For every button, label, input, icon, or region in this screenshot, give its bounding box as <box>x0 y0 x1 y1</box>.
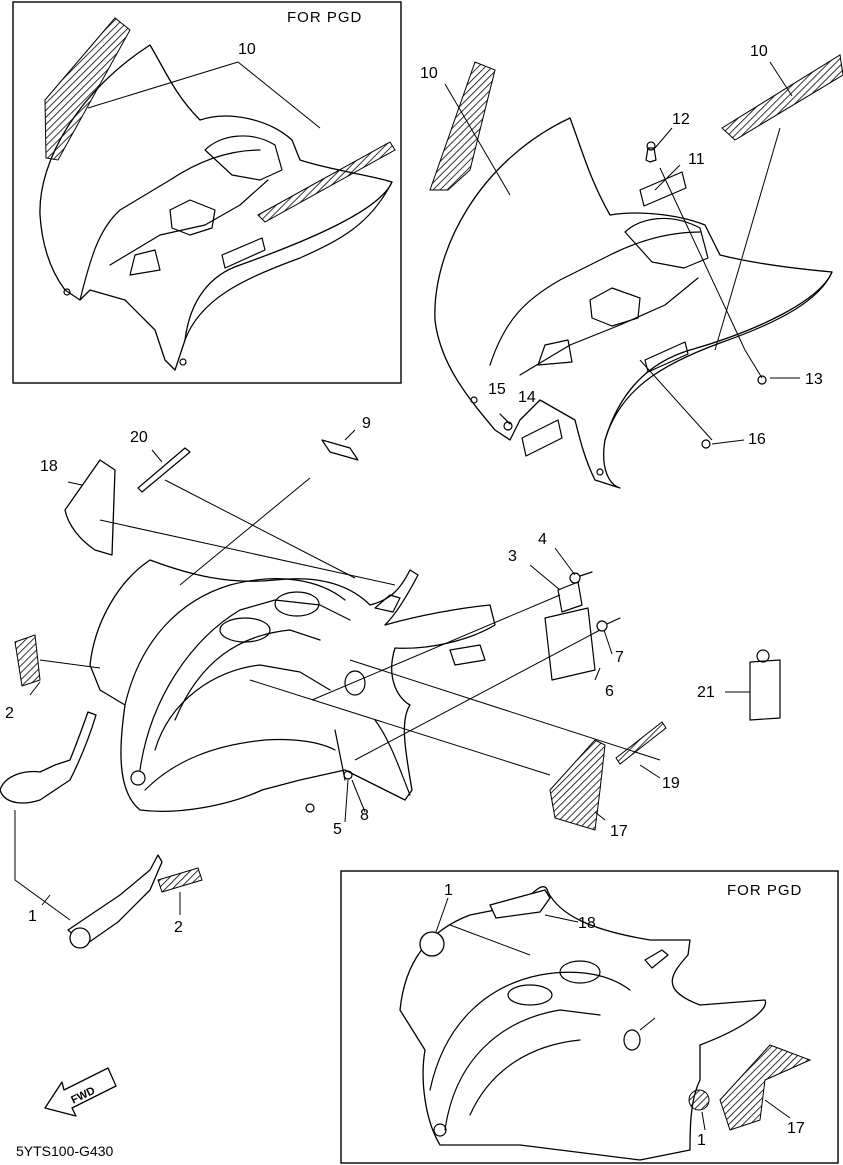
decal-9 <box>321 439 359 461</box>
callout-6: 6 <box>605 683 614 700</box>
callout-15: 15 <box>488 381 506 398</box>
inset-frame <box>340 870 839 1164</box>
decal-17-pgd <box>719 1044 812 1131</box>
leader-10-right3 <box>714 127 781 351</box>
rivet-15 <box>499 413 513 431</box>
nut-13 <box>757 375 767 385</box>
callout-17: 17 <box>610 823 628 840</box>
callout-2: 2 <box>174 919 183 936</box>
decal-2-lower <box>157 867 203 893</box>
decal-11 <box>639 171 687 207</box>
callout-7: 7 <box>615 649 624 666</box>
inset-label: FOR PGD <box>287 9 362 26</box>
grommet-5 <box>305 803 315 813</box>
bolt-7 <box>596 617 621 632</box>
callout-14: 14 <box>518 389 536 406</box>
callout-18: 18 <box>578 915 596 932</box>
callout-3: 3 <box>508 548 517 565</box>
label-21 <box>749 649 781 721</box>
callout-1: 1 <box>697 1132 706 1149</box>
leader-12-13 <box>659 167 746 351</box>
decal-10-pgd-left <box>44 17 396 223</box>
inset-label: FOR PGD <box>727 882 802 899</box>
leader-10 <box>87 61 239 109</box>
callout-18: 18 <box>40 458 58 475</box>
inset-top-left: FOR PGD 10 <box>12 1 402 384</box>
callout-10: 10 <box>238 41 256 58</box>
decal-2-upper <box>14 634 41 687</box>
decal-10-right <box>429 54 843 191</box>
callout-21: 21 <box>697 684 715 701</box>
leader-11 <box>654 164 681 191</box>
callout-11: 11 <box>688 151 705 168</box>
callout-2: 2 <box>5 705 14 722</box>
rear-fender-pgd <box>39 44 393 371</box>
emblem-1b <box>688 1089 710 1111</box>
decal-17 <box>549 739 606 831</box>
callout-12: 12 <box>672 111 690 128</box>
decal-20 <box>137 447 191 493</box>
callout-19: 19 <box>662 775 680 792</box>
plate-3-6 <box>544 581 596 681</box>
callout-1: 1 <box>28 908 37 925</box>
decal-19 <box>615 721 667 765</box>
side-panel-1 <box>0 711 163 949</box>
decal-18-pgd <box>489 889 551 919</box>
inset-bottom-right: FOR PGD 1 18 1 17 <box>340 870 839 1164</box>
leader-10-right2 <box>769 61 793 97</box>
callout-1: 1 <box>444 882 453 899</box>
callout-4: 4 <box>538 531 547 548</box>
leader-13 <box>744 349 763 379</box>
diagram-code: 5YTS100-G430 <box>16 1143 113 1159</box>
leader-16 <box>711 439 745 445</box>
callout-16: 16 <box>748 431 766 448</box>
leader-16b <box>639 359 713 441</box>
rivet-12 <box>645 141 657 163</box>
callout-10: 10 <box>420 65 438 82</box>
leader-12 <box>654 127 673 149</box>
callout-10: 10 <box>750 43 768 60</box>
rear-fender-assembly <box>434 117 833 489</box>
bolt-4 <box>569 571 593 584</box>
callout-20: 20 <box>130 429 148 446</box>
callout-17: 17 <box>787 1120 805 1137</box>
leader-10-right <box>444 83 511 196</box>
grommet-8 <box>343 770 353 780</box>
nut-16 <box>701 439 711 449</box>
leaders-main <box>14 429 750 921</box>
callout-13: 13 <box>805 371 823 388</box>
emblem-1 <box>419 931 445 957</box>
fwd-arrow: FWD <box>44 1067 117 1117</box>
decal-18 <box>64 459 116 556</box>
leader-10b <box>237 61 321 129</box>
callout-8: 8 <box>360 807 369 824</box>
front-fender-assembly <box>89 559 496 812</box>
decal-14 <box>521 419 563 457</box>
callout-5: 5 <box>333 821 342 838</box>
inset-frame <box>12 1 402 384</box>
callout-9: 9 <box>362 415 371 432</box>
